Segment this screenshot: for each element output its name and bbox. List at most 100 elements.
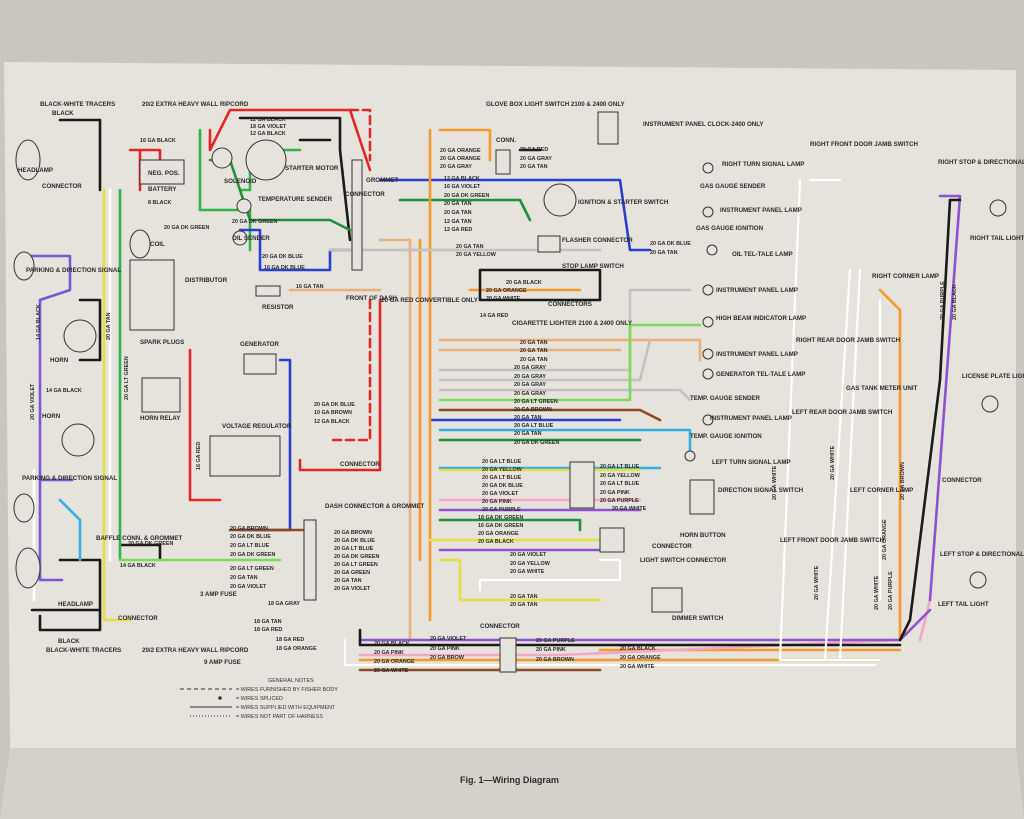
component-label-ignition: IGNITION & STARTER SWITCH: [578, 199, 669, 206]
wire-label: 20 GA DK GREEN: [334, 554, 379, 560]
wire-label: 20 GA DK GREEN: [164, 225, 209, 231]
wire-label: 20 GA TAN: [650, 250, 678, 256]
oil-lamp-symbol: [706, 244, 718, 256]
wire-label: 20 GA YELLOW: [510, 561, 551, 567]
component-label-inst-lamp4: INSTRUMENT PANEL LAMP: [710, 415, 792, 422]
wire-label: 20 GA LT GREEN: [230, 566, 274, 572]
component-label-gas-sender: GAS GAUGE SENDER: [700, 183, 766, 190]
component-label-inst-clock: INSTRUMENT PANEL CLOCK-2400 ONLY: [643, 121, 764, 128]
component-label-conn-top: CONN.: [496, 137, 516, 144]
wire-label: 20 GA DK BLUE: [482, 483, 523, 489]
wire-label-vertical: 20 GA PURPLE: [940, 281, 946, 320]
wire-label: 20 GA DK BLUE: [262, 254, 303, 260]
notes-title: GENERAL NOTES: [268, 678, 314, 684]
battery-symbol: [139, 159, 185, 185]
wire-label: 20 GA TAN: [456, 244, 484, 250]
component-label-horn-bottom: HORN: [42, 413, 61, 420]
wire-label-vertical: 14 GA BLACK: [36, 304, 42, 340]
component-label-baffle: BAFFLE CONN. & GROMMET: [96, 535, 182, 542]
wire-label-vertical: 20 GA VIOLET: [30, 383, 36, 420]
component-label-gen-tell: GENERATOR TEL-TALE LAMP: [716, 371, 805, 378]
wire-label: 20 GA ORANGE: [374, 659, 415, 665]
component-label-rr-door: RIGHT REAR DOOR JAMB SWITCH: [796, 337, 901, 344]
wire-label: 20 GA DK GREEN: [230, 552, 275, 558]
parking-lamp-top-symbol: [13, 251, 35, 281]
wire-label: 20 GA WHITE: [486, 296, 521, 302]
wire-label: 20 GA DK BLUE: [314, 402, 355, 408]
wire-label: 20 GA BLACK: [506, 280, 542, 286]
wire-label: 20 GA PINK: [430, 646, 460, 652]
component-label-oil-sender: OIL SENDER: [232, 235, 270, 242]
wire-label: 20 GA BLACK: [478, 539, 514, 545]
wire-label: 18 GA DK GREEN: [478, 515, 523, 521]
component-label-resistor: RESISTOR: [262, 304, 294, 311]
dimmer-switch-symbol: [651, 587, 683, 613]
wire-label: 20 GA PINK: [482, 499, 512, 505]
component-label-connector-top: CONNECTOR: [42, 183, 82, 190]
grommet-symbol: [351, 159, 363, 271]
wire-label-vertical: 20 GA LT GREEN: [124, 356, 130, 400]
wire-lt-blue: [58, 428, 692, 562]
wire-label: 20 GA TAN: [444, 201, 472, 207]
lt-tail-symbol: [969, 571, 987, 589]
wire-label: 20 GA PINK: [374, 650, 404, 656]
component-label-oil-tell: OIL TEL-TALE LAMP: [732, 251, 793, 258]
note-4: = WIRES NOT PART OF HARNESS: [236, 714, 323, 720]
component-label-gas-tank: GAS TANK METER UNIT: [846, 385, 918, 392]
component-label-lt-turn: LEFT TURN SIGNAL LAMP: [712, 459, 791, 466]
wire-label: 20 GA BLACK: [374, 641, 410, 647]
wire-label: 20 GA WHITE: [374, 668, 409, 674]
solenoid-symbol: [211, 147, 233, 169]
component-label-temp-sender: TEMPERATURE SENDER: [258, 196, 333, 203]
wire-label: 14 GA BLACK: [120, 563, 156, 569]
wire-label: 20 GA ORANGE: [620, 655, 661, 661]
component-label-lt-stop: LEFT STOP & DIRECTIONAL LIGHT PLUG: [940, 551, 1024, 558]
flasher-symbol: [537, 235, 561, 253]
component-label-connector-mid: CONNECTOR: [345, 191, 385, 198]
wire-label: 18 GA VIOLET: [250, 124, 287, 130]
wire-label: 18 GA RED: [276, 637, 304, 643]
wire-label: 20 GA LT GREEN: [514, 399, 558, 405]
distributor-symbol: [129, 259, 175, 331]
wire-label: 20 GA ORANGE: [478, 531, 519, 537]
wire-label: 20 GA BROWN: [230, 526, 268, 532]
component-label-rt-turn: RIGHT TURN SIGNAL LAMP: [722, 161, 804, 168]
wire-label: 12 GA RED: [444, 227, 472, 233]
component-label-black-top: BLACK: [52, 110, 74, 117]
horn-bottom-symbol: [61, 423, 95, 457]
component-label-black-bottom: BLACK: [58, 638, 80, 645]
wire-label: 20 GA TAN: [520, 164, 548, 170]
wire-label: 20 GA VIOLET: [430, 636, 467, 642]
wire-label-vertical: 16 GA RED: [196, 442, 202, 470]
component-label-flasher: FLASHER CONNECTOR: [562, 237, 633, 244]
component-label-dash-conn: DASH CONNECTOR & GROMMET: [325, 503, 424, 510]
component-label-neg-pos: NEG. POS.: [148, 170, 180, 177]
component-label-voltage-reg: VOLTAGE REGULATOR: [222, 423, 292, 430]
wire-label: 14 GA RED: [480, 313, 508, 319]
component-label-front-dash: FRONT OF DASH: [346, 295, 397, 302]
wire-label: 20 GA WHITE: [620, 664, 655, 670]
component-label-gas-ign: GAS GAUGE IGNITION: [696, 225, 764, 232]
component-label-inst-lamp1: INSTRUMENT PANEL LAMP: [720, 207, 802, 214]
parking-lamp-bottom-symbol: [13, 493, 35, 523]
wire-label: 20 GA PURPLE: [482, 507, 521, 513]
wire-yellow-lower: [428, 468, 642, 602]
wire-label-vertical: 20 GA BLACK: [952, 284, 958, 320]
wire-brown: [228, 408, 662, 672]
wire-label: 12 GA BLACK: [314, 419, 350, 425]
wire-label: 20 GA DK GREEN: [444, 193, 489, 199]
horn-relay-symbol: [141, 377, 181, 413]
component-label-horn-button: HORN BUTTON: [680, 532, 726, 539]
wire-red-dashed: [328, 108, 372, 442]
component-label-connector-fuse: CONNECTOR: [340, 461, 380, 468]
wire-label: 20 GA GRAY: [514, 391, 546, 397]
component-label-tracer-top: BLACK-WHITE TRACERS: [40, 101, 115, 108]
component-label-convertible: 20 GA RED CONVERTIBLE ONLY: [381, 297, 479, 304]
wire-violet: [28, 254, 74, 582]
wire-label: 20 GA PINK: [600, 490, 630, 496]
wire-label: 20 GA GREEN: [334, 570, 370, 576]
wire-label: 20 GA DK BLUE: [334, 538, 375, 544]
general-notes: GENERAL NOTES = WIRES FURNISHED BY FISHE…: [180, 678, 338, 720]
